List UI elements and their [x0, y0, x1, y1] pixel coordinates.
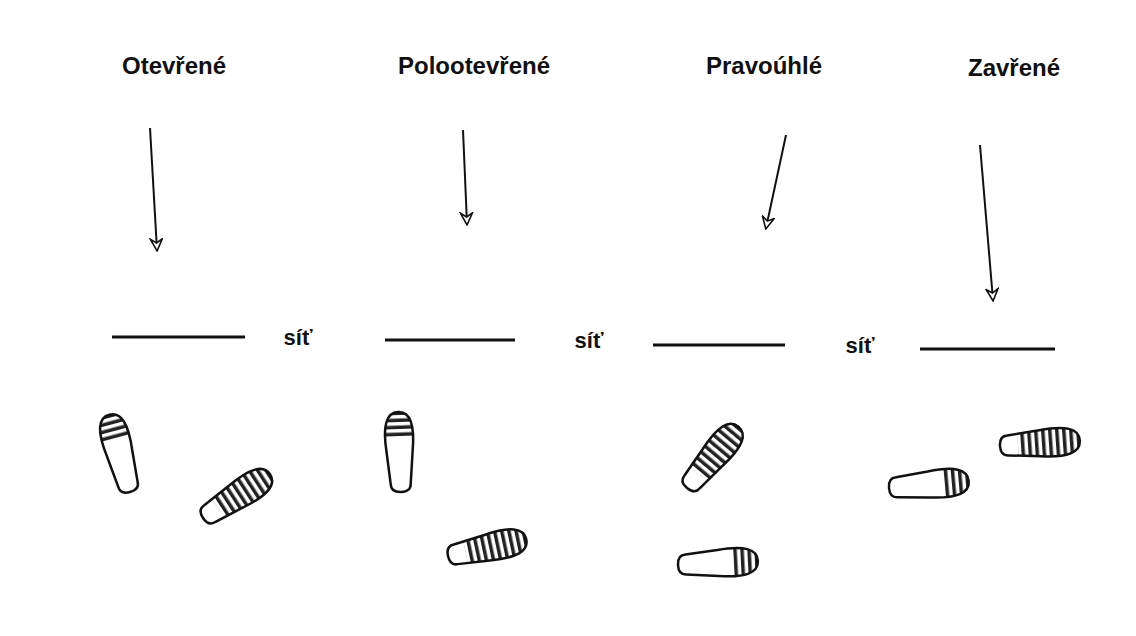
net-label: síť — [573, 329, 606, 353]
footprint — [192, 455, 284, 534]
footprint — [672, 411, 757, 501]
stance-heading: Otevřené — [120, 53, 228, 79]
footprint — [999, 420, 1086, 466]
footprint — [378, 407, 421, 492]
stance-heading: Zavřené — [966, 55, 1062, 81]
net-line — [653, 344, 785, 347]
footprint — [89, 406, 149, 497]
footprint — [887, 461, 974, 508]
direction-arrow — [150, 128, 157, 250]
net-label: síť — [844, 334, 877, 358]
direction-arrow — [980, 145, 993, 300]
net-line — [920, 348, 1055, 351]
stance-heading: Pravoúhlé — [704, 53, 824, 79]
stance-heading: Polootevřené — [396, 53, 552, 79]
direction-arrow — [766, 135, 786, 228]
footprint — [677, 541, 763, 585]
net-line — [112, 336, 245, 339]
net-label: síť — [282, 326, 315, 350]
direction-arrow — [463, 130, 467, 224]
footprint — [444, 519, 534, 576]
net-line — [385, 339, 515, 342]
